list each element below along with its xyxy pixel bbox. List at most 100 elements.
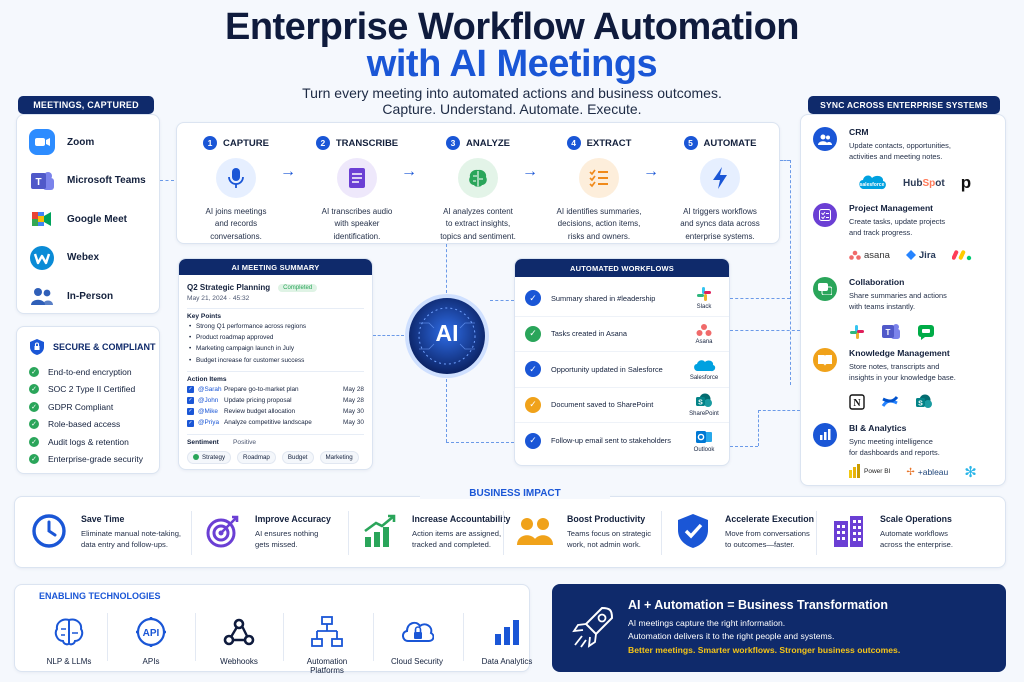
security-item: ✓SOC 2 Type II Certified: [17, 381, 159, 399]
action-item-task: Prepare go-to-market plan: [224, 385, 299, 393]
workflow-logo-label: Salesforce: [689, 374, 719, 381]
flowchart-icon: [310, 615, 344, 649]
workflow-text: Document saved to SharePoint: [551, 400, 654, 410]
ai-core-label: AI: [435, 320, 459, 346]
connector: [446, 379, 447, 442]
tech-item: Data Analytics: [471, 615, 543, 666]
key-points-label: Key Points: [187, 313, 222, 320]
asana-icon: [696, 323, 712, 339]
webex-icon: [29, 245, 55, 271]
impact-title: Scale Operations: [880, 514, 952, 524]
divider: [195, 613, 196, 661]
security-item-label: Role-based access: [48, 419, 121, 430]
p-logo: p: [960, 173, 972, 192]
sync-category-icon: [813, 348, 837, 372]
lightning-icon: [700, 158, 740, 198]
page-title-2: with AI Meetings: [0, 45, 1024, 83]
step-label: TRANSCRIBE: [335, 137, 399, 149]
summary-meeting-title: Q2 Strategic Planning: [187, 283, 271, 292]
step-description-line: decisions, action items,: [557, 219, 641, 229]
tag-label: Strategy: [202, 453, 226, 461]
title-line-1: Enterprise Workflow Automation: [224, 6, 800, 48]
shield-check-icon: [673, 511, 713, 551]
clock-icon: [29, 511, 69, 551]
arrow-right-icon: →: [643, 163, 659, 180]
key-point-text: Product roadmap approved: [196, 334, 274, 342]
tag-label: Budget: [287, 453, 308, 461]
tech-label: APIs: [142, 657, 160, 666]
step-description-line: AI identifies summaries,: [556, 207, 642, 216]
asana-logo: asana: [849, 250, 890, 263]
brain-icon: [52, 615, 86, 649]
sync-category-icon: [813, 423, 837, 447]
tag-label: Roadmap: [243, 453, 270, 461]
step-description-line: with speaker: [334, 219, 380, 229]
sync-category-icon: [813, 277, 837, 301]
salesforce-logo: Salesforce: [679, 358, 729, 381]
security-item: ✓End-to-end encryption: [17, 363, 159, 381]
check-circle-icon: ✓: [525, 290, 541, 307]
security-item: ✓Audit logs & retention: [17, 433, 159, 451]
security-item-label: End-to-end encryption: [48, 366, 132, 377]
bar-chart-icon: [490, 615, 524, 649]
divider: [107, 613, 108, 661]
connector: [730, 330, 800, 331]
tech-heading: ENABLING TECHNOLOGIES: [39, 591, 161, 601]
meeting-platform-label: Google Meet: [67, 213, 128, 225]
webhook-icon: [222, 615, 256, 649]
impact-desc-line: across the enterprise.: [880, 540, 954, 550]
tag-list: Strategy Roadmap Budget Marketing: [187, 450, 364, 464]
connector: [730, 446, 758, 447]
key-point: •Strong Q1 performance across regions: [187, 321, 364, 332]
security-card: SECURE & COMPLIANT ✓End-to-end encryptio…: [16, 326, 160, 474]
tech-label: Platforms: [310, 666, 344, 675]
divider: [463, 613, 464, 661]
arrow-right-icon: →: [401, 163, 417, 180]
workflow-text: Summary shared in #leadership: [551, 293, 656, 303]
step-description-line: risks and owners.: [567, 231, 631, 241]
microphone-icon: [216, 158, 256, 198]
check-icon: ✓: [29, 384, 39, 395]
impact-title: Save Time: [81, 514, 125, 524]
sharepoint-logo: S: [915, 394, 933, 412]
sync-block-desc-line: activities and meeting notes.: [849, 152, 943, 162]
tag-chip: Marketing: [319, 450, 359, 464]
connector: [758, 410, 759, 446]
svg-text:S: S: [698, 399, 703, 406]
sync-block-desc-line: insights in your knowledge base.: [849, 373, 956, 383]
bullet-icon: •: [189, 323, 192, 330]
svg-text:S: S: [918, 401, 923, 408]
title-line-2: with AI Meetings: [366, 43, 658, 85]
impact-title: Increase Accountability: [412, 514, 511, 524]
workflows-heading: AUTOMATED WORKFLOWS: [515, 259, 729, 277]
impact-desc-line: Automate workflows: [880, 529, 948, 538]
meeting-platform-label: Webex: [67, 252, 100, 264]
tech-label: Automation: [306, 657, 348, 666]
meeting-platform-label: In-Person: [67, 290, 114, 302]
key-point: •Product roadmap approved: [187, 332, 364, 343]
action-item-date: May 28: [343, 397, 364, 405]
sync-logos: Power BI✢+ableau✻: [849, 463, 977, 481]
ai-core-icon: [405, 294, 489, 378]
sync-logos: T: [849, 323, 935, 343]
step-label: EXTRACT: [586, 137, 632, 149]
tag-label: Marketing: [325, 453, 353, 461]
